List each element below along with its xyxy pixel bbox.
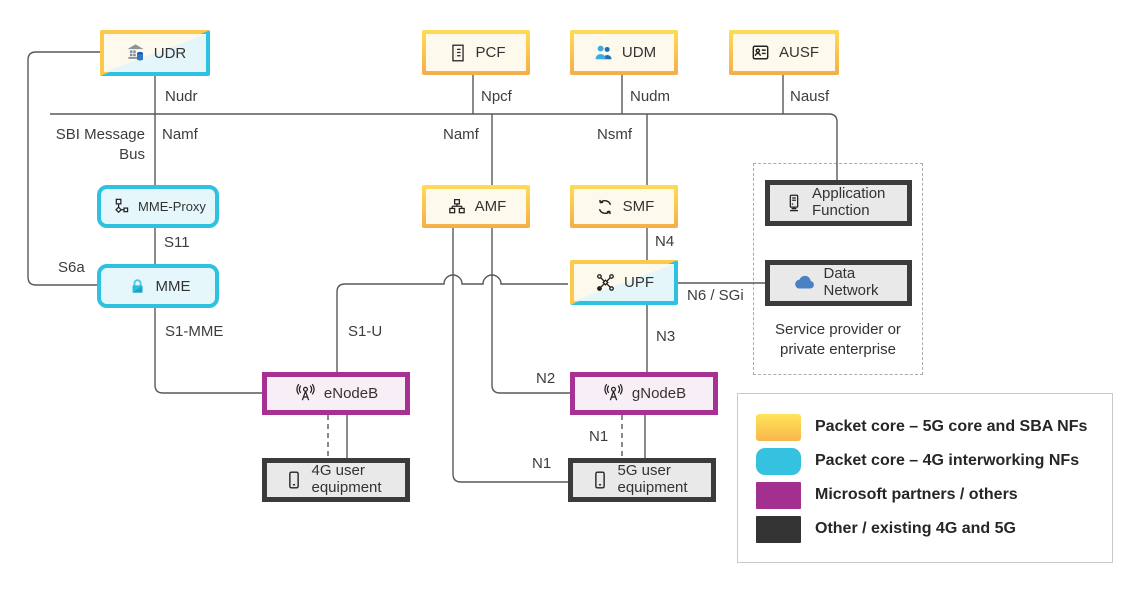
legend: Packet core – 5G core and SBA NFs Packet… [737, 393, 1113, 563]
server-icon [789, 194, 799, 212]
node-udm-label: UDM [621, 44, 657, 61]
node-4g-ue-label: 4G user equipment [311, 462, 382, 496]
users-icon [595, 45, 612, 60]
edge-sbi-bus [50, 113, 838, 180]
node-mme-label: MME [155, 277, 191, 295]
label-n6-sgi: N6 / SGi [687, 287, 744, 304]
id-card-icon [752, 45, 769, 60]
node-udr: UDR [100, 30, 210, 76]
label-s6a: S6a [58, 259, 85, 276]
node-enodeb-label: eNodeB [323, 385, 379, 402]
node-udr-label: UDR [153, 44, 187, 62]
legend-row-5g-core: Packet core – 5G core and SBA NFs [756, 410, 1112, 444]
legend-swatch-dark [756, 515, 801, 543]
antenna-icon [296, 383, 315, 401]
label-sbi-message-bus: SBI Message Bus [55, 126, 145, 163]
node-gnodeb: gNodeB [570, 372, 718, 415]
node-gnodeb-label: gNodeB [631, 385, 687, 402]
hierarchy-icon [448, 198, 465, 213]
label-nausf: Nausf [790, 88, 830, 105]
legend-swatch-cyan [756, 447, 801, 475]
legend-label-other: Other / existing 4G and 5G [815, 520, 1016, 537]
edge-s1-u [336, 274, 568, 372]
node-5g-ue-label: 5G user equipment [617, 462, 688, 496]
label-n2: N2 [536, 370, 556, 387]
service-provider-area [753, 163, 923, 375]
smartphone-icon [288, 471, 299, 489]
legend-row-other: Other / existing 4G and 5G [756, 512, 1112, 546]
lock-icon [132, 278, 142, 293]
node-data-network-label: Data Network [823, 265, 879, 299]
legend-row-partners: Microsoft partners / others [756, 478, 1112, 512]
legend-swatch-yellow [756, 413, 801, 441]
label-nudr: Nudr [165, 88, 198, 105]
node-upf: UPF [570, 260, 678, 305]
service-provider-caption: Service provider or private enterprise [775, 321, 901, 358]
edge-n1-amf [452, 228, 568, 483]
label-s1-u: S1-U [348, 323, 383, 340]
legend-label-4g-interworking: Packet core – 4G interworking NFs [815, 452, 1080, 469]
label-n4: N4 [655, 233, 675, 250]
label-nudm: Nudm [630, 88, 671, 105]
edge-s1-mme [154, 308, 262, 394]
label-namf-amf: Namf [443, 126, 479, 143]
label-s11: S11 [164, 234, 190, 251]
antenna-icon [604, 383, 623, 401]
node-ausf-label: AUSF [778, 44, 819, 61]
legend-label-partners: Microsoft partners / others [815, 486, 1018, 503]
node-smf: SMF [570, 185, 678, 228]
edge-n2 [491, 228, 570, 394]
node-mme-proxy-label: MME-Proxy [138, 199, 206, 214]
network-node-icon [597, 274, 614, 291]
node-application-function: Application Function [765, 180, 912, 226]
label-n1-amf: N1 [532, 455, 552, 472]
node-amf-label: AMF [474, 198, 507, 215]
node-mme: MME [97, 264, 219, 308]
smartphone-icon [594, 471, 605, 489]
label-npcf: Npcf [481, 88, 512, 105]
policy-document-icon [451, 44, 464, 61]
node-upf-label: UPF [624, 274, 654, 291]
legend-row-4g-interworking: Packet core – 4G interworking NFs [756, 444, 1112, 478]
legend-swatch-magenta [756, 481, 801, 509]
node-udm: UDM [570, 30, 678, 75]
sync-arrows-icon [598, 199, 611, 214]
flowchart-icon [115, 198, 129, 214]
node-pcf-label: PCF [475, 44, 506, 61]
node-ausf: AUSF [729, 30, 839, 75]
label-n1-gnodeb: N1 [589, 428, 609, 445]
node-amf: AMF [422, 185, 530, 228]
node-application-function-label: Application Function [812, 185, 886, 219]
node-pcf: PCF [422, 30, 530, 75]
cloud-icon [794, 275, 814, 288]
node-smf-label: SMF [622, 198, 655, 215]
node-5g-ue: 5G user equipment [568, 458, 716, 502]
node-data-network: Data Network [765, 260, 912, 306]
edge-s6a [27, 51, 100, 286]
label-n3: N3 [656, 328, 676, 345]
label-s1-mme: S1-MME [165, 323, 224, 340]
node-4g-ue: 4G user equipment [262, 458, 410, 502]
legend-label-5g-core: Packet core – 5G core and SBA NFs [815, 418, 1088, 435]
label-namf-bus: Namf [162, 126, 198, 143]
label-nsmf: Nsmf [597, 126, 632, 143]
building-database-icon [127, 43, 144, 60]
node-enodeb: eNodeB [262, 372, 410, 415]
node-mme-proxy: MME-Proxy [97, 185, 219, 228]
